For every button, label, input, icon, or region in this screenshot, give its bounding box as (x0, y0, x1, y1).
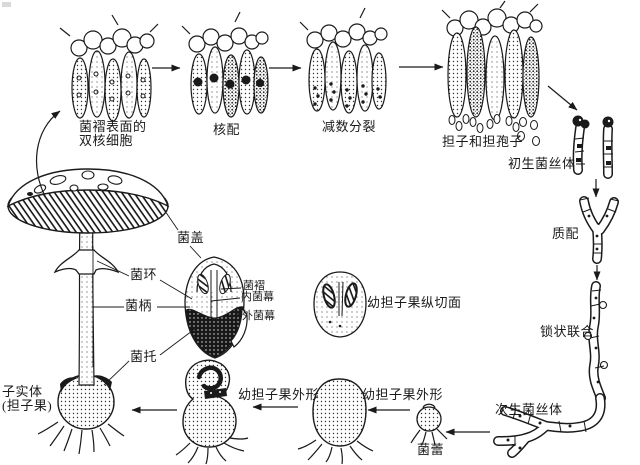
label-basidia-and-basidiospores: 担子和担孢子 (442, 134, 524, 149)
label-gills: 菌褶 (243, 280, 265, 292)
cycle-curved-arrow (35, 110, 61, 199)
label-fruiting-body: 子实体 (担子果) (2, 384, 53, 413)
label-secondary-mycelium: 次生菌丝体 (495, 402, 563, 417)
secondary-mycelium-illustration (493, 393, 606, 458)
basidiocarp-section-illustration (184, 256, 248, 359)
label-primary-mycelium: 初生菌丝体 (508, 156, 576, 171)
scan-artifact (2, 2, 11, 7)
label-karyogamy: 核配 (213, 122, 241, 137)
label-meiosis: 减数分裂 (322, 119, 377, 134)
emerging-basidiocarp-illustration (175, 359, 249, 465)
dikaryotic-cells-illustration (59, 14, 159, 122)
young-section-oval-illustration (313, 271, 367, 338)
plasmogamy-illustration (579, 196, 620, 264)
label-young-basidiocarp-form-left: 幼担子果外形 (238, 387, 320, 402)
label-button-stage: 菌蕾 (417, 442, 445, 457)
label-cap: 菌盖 (177, 230, 205, 245)
young-basidiocarp-egg-illustration (297, 378, 374, 465)
label-ring: 菌环 (130, 267, 158, 282)
label-gill-surface-cells: 菌褶表面的 双核细胞 (79, 119, 147, 148)
flow-arrow-4 (547, 85, 578, 111)
label-stipe: 菌柄 (125, 298, 153, 313)
label-clamp-connection: 锁状联合 (540, 324, 595, 339)
label-young-basidiocarp-section: 幼担子果纵切面 (367, 295, 462, 310)
label-outer-veil: 外菌幕 (242, 310, 275, 322)
label-inner-veil: 内菌幕 (241, 291, 274, 303)
label-plasmogamy: 质配 (552, 226, 580, 241)
button-stage-illustration (410, 403, 448, 446)
basidia-spores-illustration (441, 0, 543, 146)
primary-mycelium-illustration (572, 115, 614, 179)
leader-lines (92, 210, 242, 386)
label-young-basidiocarp-form-right: 幼担子果外形 (362, 387, 444, 402)
karyogamy-illustration (181, 11, 269, 118)
meiosis-illustration (299, 7, 388, 114)
clamp-connection-hypha-illustration (583, 281, 609, 403)
mature-mushroom-illustration (6, 168, 170, 455)
label-volva: 菌托 (130, 349, 158, 364)
